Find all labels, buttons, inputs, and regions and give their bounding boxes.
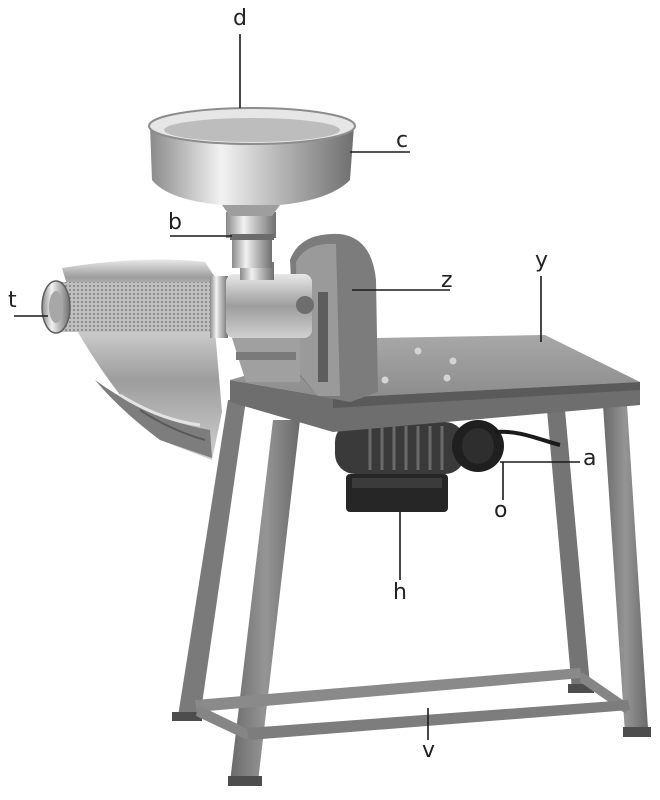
hopper xyxy=(148,107,356,216)
label-o: o xyxy=(494,498,508,523)
hopper-bowl xyxy=(150,126,354,205)
foot-front-right xyxy=(623,727,651,737)
crossbar-side xyxy=(247,700,630,740)
neck-collar xyxy=(226,212,276,238)
label-c: c xyxy=(396,128,409,153)
output-chute xyxy=(60,259,222,460)
leg-back-right xyxy=(547,410,590,690)
foot-back-left xyxy=(172,712,202,721)
crossbar-back xyxy=(195,668,582,712)
motor-body xyxy=(335,422,465,474)
label-a: a xyxy=(583,446,597,471)
neck-tube xyxy=(232,236,272,268)
hopper-neck xyxy=(226,212,276,268)
motor xyxy=(335,420,561,512)
label-z: z xyxy=(441,268,453,293)
foot-back-right xyxy=(568,684,594,693)
label-y: y xyxy=(535,248,549,273)
crossbar-diag-left xyxy=(196,705,250,740)
label-b: b xyxy=(168,210,182,235)
leader-lines xyxy=(14,34,580,740)
sieve-drum xyxy=(41,276,228,338)
leg-back-left xyxy=(178,400,246,718)
stand-frame xyxy=(172,400,651,786)
grinder-cylinder xyxy=(226,274,312,338)
leg-front-right xyxy=(603,405,648,733)
label-d: d xyxy=(233,6,247,31)
motor-cable xyxy=(494,429,561,447)
leg-front-left xyxy=(230,420,300,782)
label-h: h xyxy=(393,580,407,605)
label-v: v xyxy=(422,738,436,763)
chute-body xyxy=(60,300,222,460)
sieve-mesh xyxy=(58,282,218,332)
label-t: t xyxy=(8,288,17,313)
foot-front-left xyxy=(228,776,262,786)
